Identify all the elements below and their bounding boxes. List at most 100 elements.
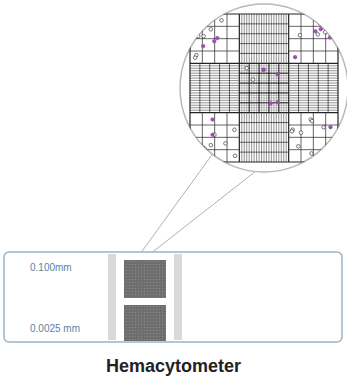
grid-line [239, 110, 288, 111]
grid-line [190, 110, 239, 111]
grid-line [283, 14, 284, 63]
grid-line [239, 33, 288, 34]
blood-cell [201, 44, 205, 48]
grid-line [289, 137, 338, 138]
grid-line [276, 113, 277, 162]
grid-line [190, 149, 239, 150]
grid-line [259, 14, 260, 63]
grid-line [271, 14, 272, 63]
grid-line [259, 63, 260, 112]
blood-cell [203, 147, 207, 151]
grid-line [286, 63, 287, 112]
blood-cell [290, 129, 294, 133]
counting-chamber [124, 260, 166, 298]
grid-line [289, 105, 338, 106]
grid-line [278, 113, 279, 162]
blood-cell [328, 36, 332, 40]
grid-line [239, 105, 288, 106]
grid-line [289, 70, 338, 71]
grid-line [254, 113, 255, 162]
grid-line [298, 63, 299, 112]
blood-cell [211, 118, 215, 122]
blood-cell [202, 34, 206, 38]
counting-grid [190, 14, 338, 162]
grid-line [261, 14, 262, 63]
blood-cell [201, 146, 205, 150]
grid-line [278, 63, 279, 112]
grid-line [209, 63, 210, 112]
grid-line [190, 95, 239, 96]
blood-cell [262, 68, 266, 72]
grid-line [190, 92, 239, 93]
blood-cell [262, 68, 266, 72]
grid-line [246, 14, 247, 63]
grid-line [286, 14, 287, 63]
blood-cell [310, 119, 314, 123]
blood-cell [276, 73, 280, 77]
caption: Hemacytometer [0, 356, 347, 377]
grid-line [190, 68, 239, 69]
grid-line [278, 14, 279, 63]
grid-line [190, 75, 239, 76]
grid-line [239, 152, 288, 153]
grid-line [289, 83, 338, 84]
blood-cell [310, 152, 314, 156]
grid-line [249, 113, 250, 162]
grid-line [289, 97, 338, 98]
glass-slide [4, 252, 342, 342]
grid-line [199, 63, 200, 112]
grid-line [190, 102, 239, 103]
blood-cell [329, 125, 333, 129]
grid-line [289, 90, 338, 91]
grid-line [190, 137, 239, 138]
grid-line [239, 102, 288, 103]
dimension-label: 0.0025 mm [30, 323, 80, 334]
grid-line [289, 88, 338, 89]
grid-line [239, 122, 288, 123]
grid-line [289, 95, 338, 96]
grid-line [227, 113, 228, 162]
grid-line [239, 53, 288, 54]
blood-cell [193, 56, 197, 60]
grid-line [227, 14, 228, 63]
grid-line [239, 83, 288, 84]
grid-line [318, 63, 319, 112]
blood-cell [316, 33, 320, 37]
blood-cell [314, 30, 318, 34]
blood-cell [209, 28, 213, 32]
blood-cell [211, 133, 215, 137]
grid-line [283, 113, 284, 162]
grid-line [241, 113, 242, 162]
grid-line [325, 113, 326, 162]
grid-line [239, 142, 288, 143]
blood-cell [220, 19, 224, 23]
grid-line [190, 90, 239, 91]
blood-cell [299, 131, 303, 135]
grid-line [268, 113, 269, 162]
counting-chamber [124, 305, 166, 341]
grid-line [239, 73, 288, 74]
grid-line [229, 63, 230, 112]
grid-line [256, 14, 257, 63]
blood-cell [298, 33, 302, 37]
grid-line [289, 75, 338, 76]
grid-line [239, 43, 288, 44]
grid-line [190, 100, 239, 101]
grid-line [289, 149, 338, 150]
grid-line [273, 113, 274, 162]
grid-line [254, 14, 255, 63]
grid-line [289, 92, 338, 93]
grid-line [251, 14, 252, 63]
blood-cell [224, 142, 228, 146]
grid-line [281, 14, 282, 63]
grid-line [190, 83, 239, 84]
grid-line [241, 14, 242, 63]
grid-line [256, 113, 257, 162]
blood-cell [233, 128, 237, 132]
grid-line [246, 113, 247, 162]
grid-line [289, 65, 338, 66]
grid-line [271, 113, 272, 162]
grid-line [268, 63, 269, 112]
magnifier-circle [180, 4, 347, 172]
grid-line [308, 63, 309, 112]
